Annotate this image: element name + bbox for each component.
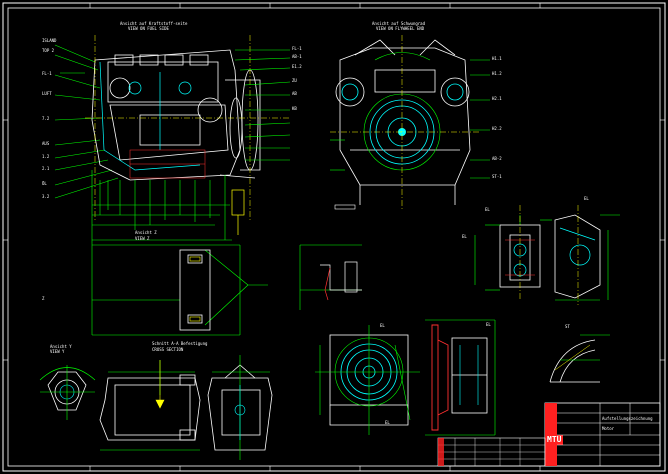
svg-text:Ansicht Z: Ansicht Z [135,230,157,235]
svg-text:EL: EL [584,196,589,201]
svg-text:EL: EL [462,234,467,239]
bell-housing-view [207,355,273,460]
drawing-border [7,7,661,467]
detail-right-section: EL EL EL [462,196,620,305]
svg-text:Motor: Motor [602,426,615,431]
detail-arc: ST [549,324,610,383]
svg-text:EL: EL [385,420,390,425]
svg-text:FL-1: FL-1 [42,71,52,76]
svg-text:Z: Z [42,296,45,301]
svg-text:H1.1: H1.1 [492,56,502,61]
svg-text:MTU: MTU [547,435,562,444]
zone-ticks [3,3,665,471]
view-z: Ansicht Z VIEW Z Z [42,230,268,336]
left-callouts: Ansicht auf Kraftstoff-seite VIEW ON FUE… [42,21,302,199]
revision-strip [437,437,546,467]
svg-text:EL: EL [485,207,490,212]
cross-section: Schnitt A-A Befestigung CROSS SECTION [99,341,208,451]
flywheel-front-view: EL EL [315,323,420,435]
svg-text:2.1: 2.1 [42,166,50,171]
right-callouts: Ansicht auf Schwungrad VIEW ON FLYWHEEL … [372,21,502,179]
svg-text:ZU: ZU [292,78,297,83]
svg-text:KB: KB [292,106,297,111]
engine-end-view [330,35,490,210]
svg-text:Ansicht Y: Ansicht Y [50,344,72,349]
svg-text:AB: AB [292,91,297,96]
svg-text:Ansicht auf Schwungrad: Ansicht auf Schwungrad [372,21,426,26]
svg-text:H2.2: H2.2 [492,126,502,131]
svg-text:VIEW ON FUEL SIDE: VIEW ON FUEL SIDE [128,26,170,31]
svg-text:AB-2: AB-2 [492,156,502,161]
svg-text:H2.1: H2.1 [492,96,502,101]
svg-text:7.2: 7.2 [42,116,50,121]
svg-text:Schnitt A-A Befestigung: Schnitt A-A Befestigung [152,341,208,346]
svg-text:VIEW Y: VIEW Y [50,349,65,354]
flywheel-section: EL [425,319,496,436]
detail-center [299,244,362,310]
svg-text:1.2: 1.2 [42,154,50,159]
svg-text:TOP 2: TOP 2 [42,48,55,53]
title-block: MTU Aufstellungszeichnung Motor [544,402,661,467]
svg-text:Aufstellungszeichnung: Aufstellungszeichnung [602,416,653,421]
svg-text:EL: EL [380,323,385,328]
svg-text:AUS: AUS [42,141,50,146]
svg-text:3.2: 3.2 [42,194,50,199]
svg-text:ST: ST [565,324,570,329]
svg-text:E1.2: E1.2 [292,64,302,69]
svg-text:ÖL: ÖL [42,181,47,186]
svg-text:CROSS SECTION: CROSS SECTION [152,347,184,352]
svg-text:VIEW Z: VIEW Z [135,236,150,241]
svg-text:LUFT: LUFT [42,91,52,96]
svg-text:FL-1: FL-1 [292,46,302,51]
svg-text:H1.2: H1.2 [492,71,502,76]
svg-text:EL: EL [486,322,491,327]
svg-text:AB-1: AB-1 [292,54,302,59]
svg-text:Ansicht auf Kraftstoff-seite: Ansicht auf Kraftstoff-seite [120,21,188,26]
view-y: Ansicht Y VIEW Y [39,344,96,420]
svg-text:ST-1: ST-1 [492,174,502,179]
svg-text:VIEW ON FLYWHEEL END: VIEW ON FLYWHEEL END [376,26,425,31]
svg-text:ISLAND: ISLAND [42,38,57,43]
engine-side-view [54,35,291,335]
